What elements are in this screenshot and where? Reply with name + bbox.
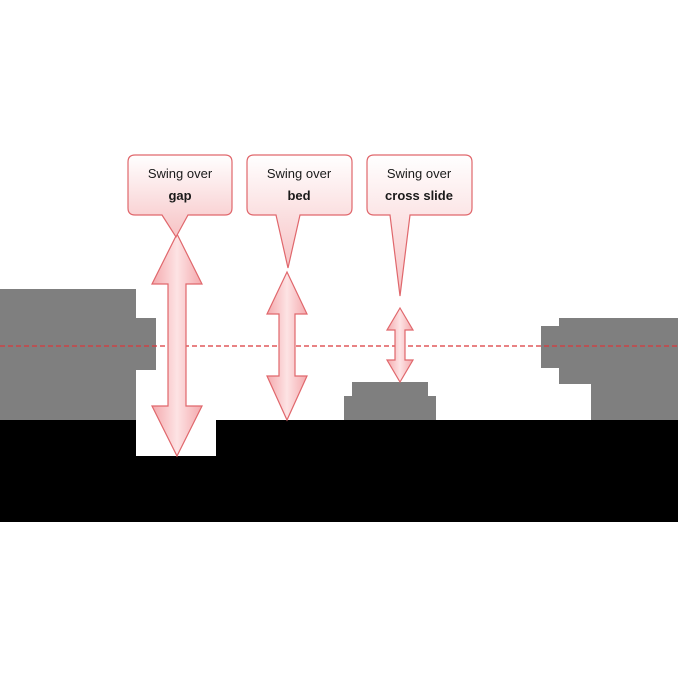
chuck [136, 318, 156, 370]
callout-swing-over-cross-slide: Swing over cross slide [366, 154, 473, 297]
tailstock-body-upper [559, 318, 593, 384]
callout-cross-slide-line2: cross slide [385, 188, 453, 203]
callout-swing-over-bed: Swing over bed [246, 154, 353, 269]
callout-swing-over-gap: Swing over gap [127, 154, 233, 239]
callout-gap-line1: Swing over [148, 166, 213, 181]
swing-over-gap-arrow [151, 232, 203, 458]
callout-cross-slide-line1: Swing over [387, 166, 452, 181]
swing-over-bed-arrow [266, 270, 308, 422]
callout-gap-line2: gap [168, 188, 191, 203]
lathe-bed [0, 420, 678, 522]
callout-bed-line2: bed [287, 188, 310, 203]
tailstock-body [591, 318, 678, 420]
cross-slide-base [344, 396, 436, 420]
headstock [0, 289, 136, 420]
callout-bed-line1: Swing over [267, 166, 332, 181]
swing-over-cross-slide-arrow [385, 306, 415, 384]
cross-slide-top [352, 382, 428, 396]
tailstock-quill [541, 326, 561, 368]
